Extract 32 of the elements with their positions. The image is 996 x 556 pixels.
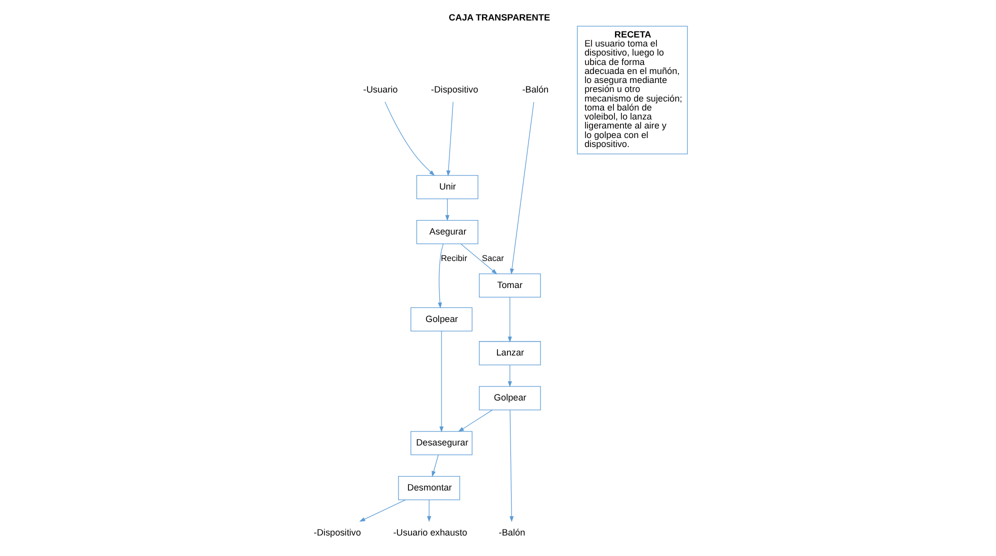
- edge-label: Recibir: [440, 253, 468, 263]
- node-box: RECETA El usuario toma el dispositivo, luego lo ubica de forma adecuada en el muñón, lo asegura mediante presión u otro mecanismo de sujeción; toma el balón de voleibol, lo lanza ligeramente al aire y lo golpea con el dispositivo.: [576, 26, 688, 154]
- node-box: Desmontar: [398, 476, 460, 500]
- node-text: -Usuario exhausto: [393, 527, 468, 538]
- node-text: -Balón: [498, 527, 526, 538]
- node-box: Tomar: [478, 273, 541, 298]
- arrow: [508, 364, 512, 388]
- arrow: [508, 297, 512, 342]
- node-text: -Usuario: [363, 84, 398, 94]
- node-box: Lanzar: [478, 341, 541, 366]
- node-box: Golpear: [410, 307, 472, 332]
- arrow: [510, 102, 534, 274]
- node-box: Golpear: [478, 386, 541, 410]
- arrow: [460, 244, 498, 274]
- arrow: [446, 102, 454, 176]
- arrow: [439, 330, 444, 432]
- node-box: Unir: [416, 175, 478, 200]
- arrow: [458, 410, 493, 432]
- node-text: -Balón: [522, 84, 549, 94]
- edge-label: Sacar: [482, 253, 504, 263]
- arrow: [432, 454, 439, 478]
- arrow: [445, 198, 450, 222]
- arrow: [438, 244, 444, 308]
- node-text: -Dispositivo: [314, 527, 361, 538]
- arrow: [510, 410, 514, 522]
- arrow: [359, 500, 406, 522]
- arrow: [384, 102, 435, 176]
- node-text: -Dispositivo: [431, 84, 478, 94]
- node-box: Asegurar: [416, 220, 478, 244]
- diagram-title: CAJA TRANSPARENTE: [448, 12, 550, 22]
- node-box: Desasegurar: [410, 431, 472, 456]
- arrow: [427, 500, 432, 522]
